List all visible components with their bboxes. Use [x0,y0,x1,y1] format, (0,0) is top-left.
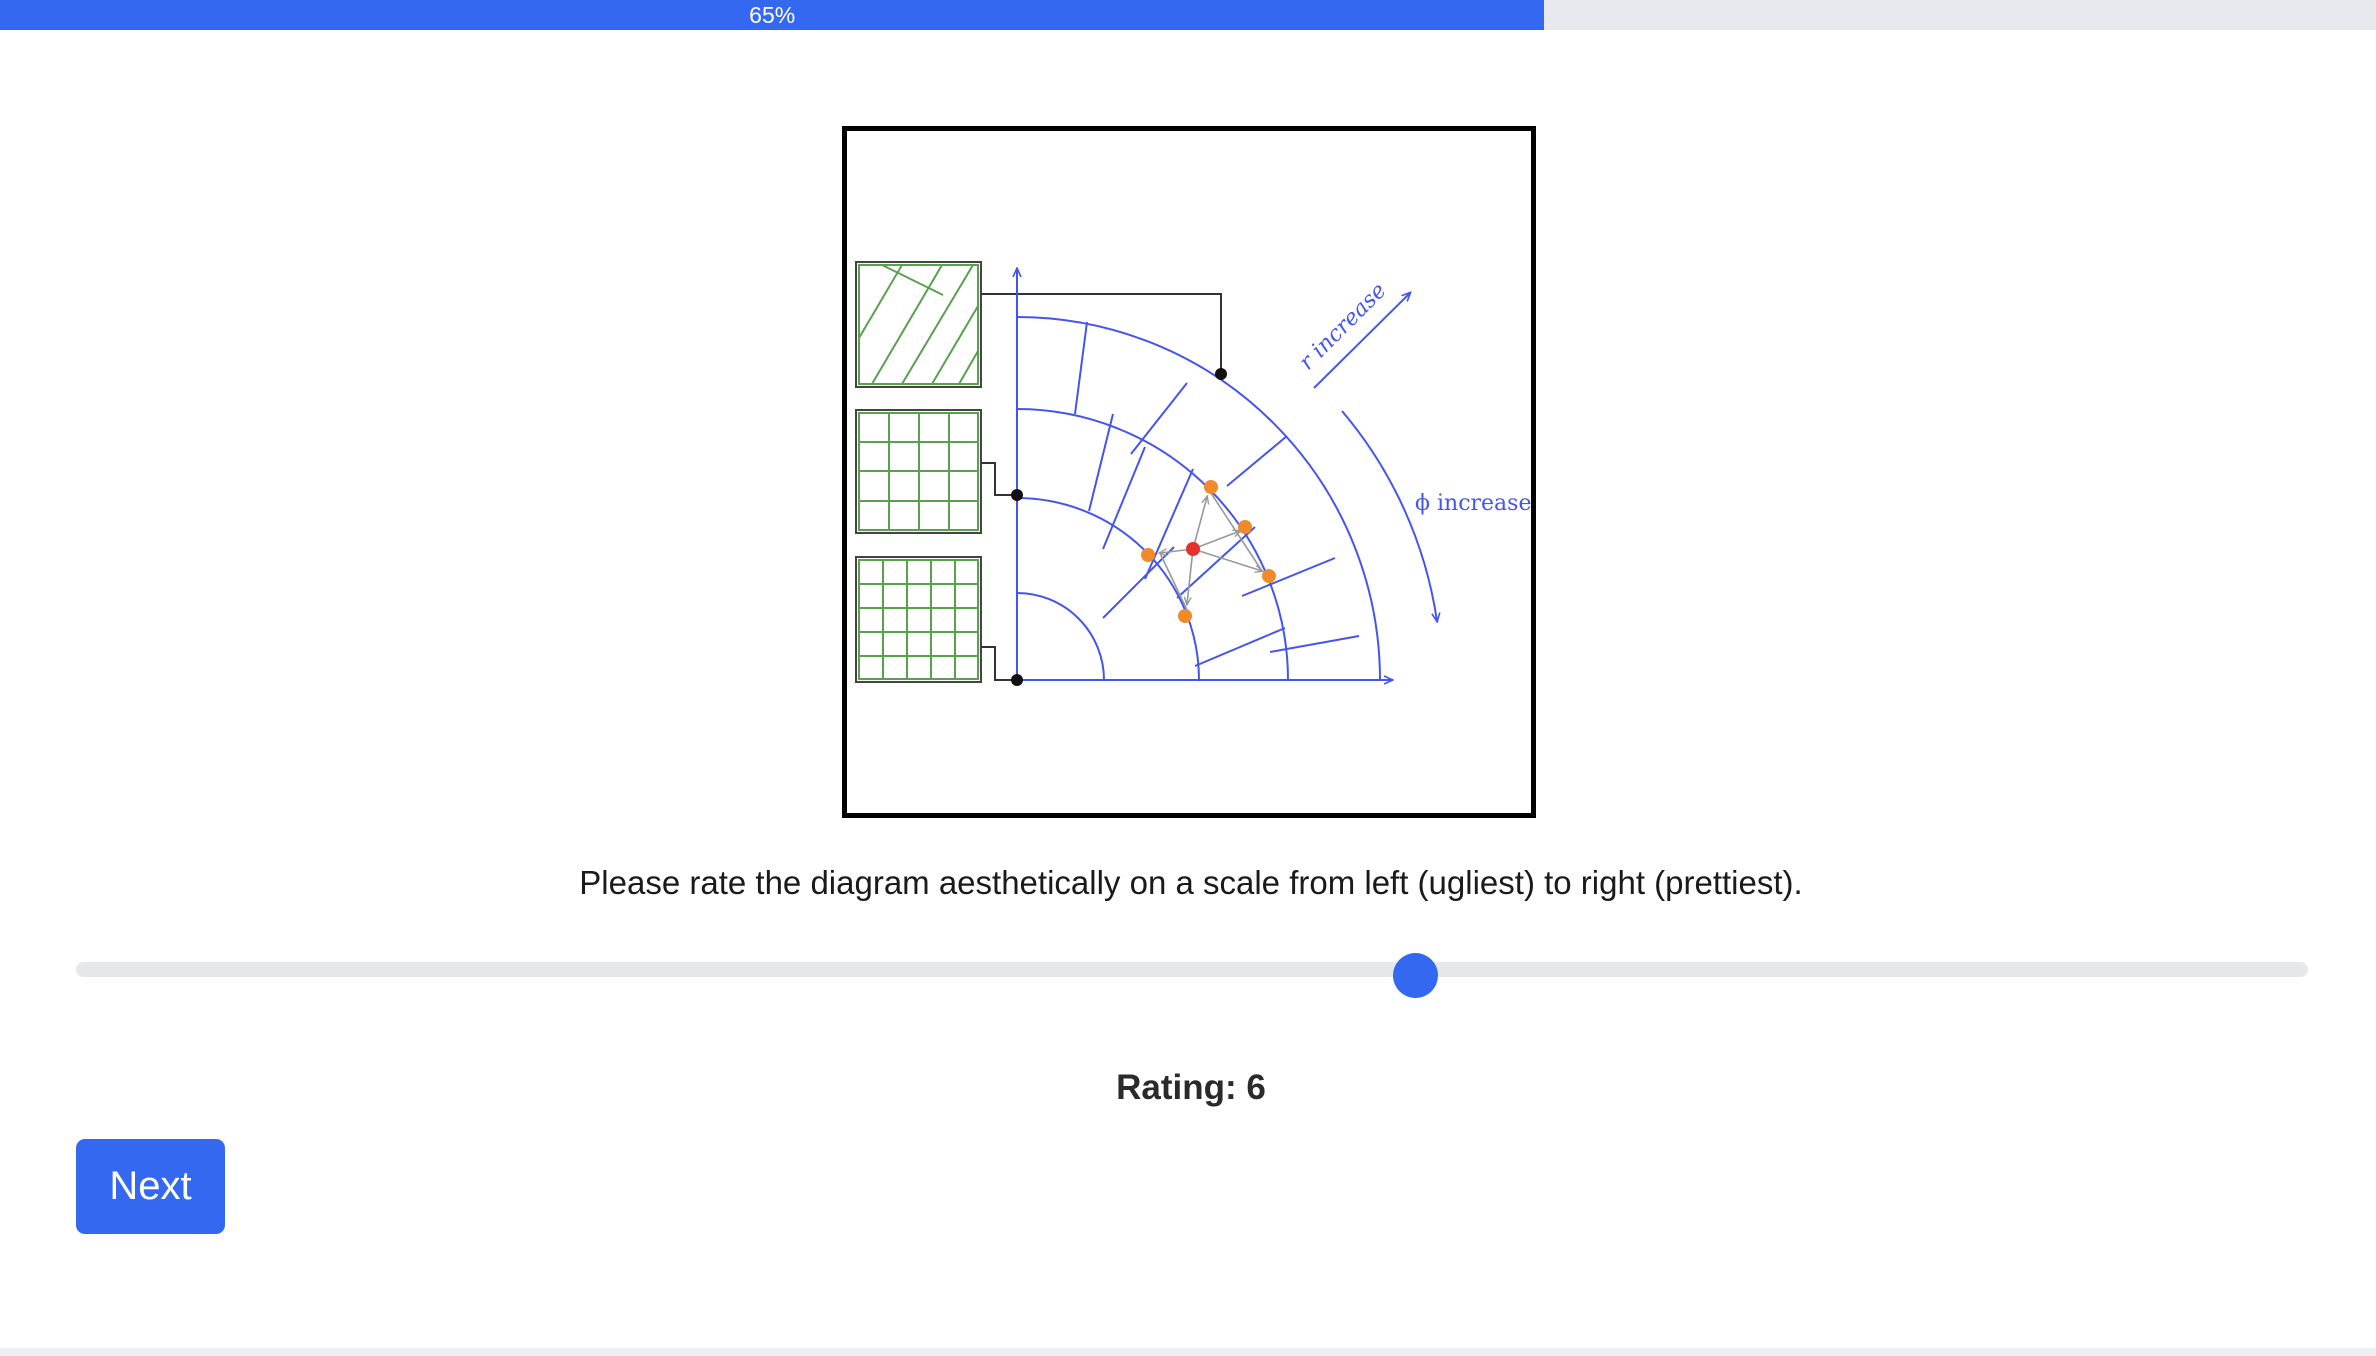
hatched-cell [855,261,982,388]
progress-label: 65% [749,2,796,28]
bottom-divider [0,1348,2376,1356]
question-text: Please rate the diagram aesthetically on… [579,864,1803,901]
rating-slider-track[interactable] [76,962,2308,977]
progress-fill [0,0,1545,30]
diagram-image: r increase ϕ increase [855,261,1531,686]
diagram-figure: r increase ϕ increase [842,126,1536,818]
node-arrows [1160,486,1262,611]
grid-cell-medium [855,409,982,534]
phi-increase-annotation: ϕ increase [1341,410,1531,621]
grid-cell-fine [855,556,982,683]
rating-slider-thumb[interactable] [1392,953,1438,998]
nodes [1011,368,1276,686]
next-button[interactable]: Next [76,1139,225,1234]
connector-lines [981,293,1222,681]
rating-value: Rating: 6 [1116,1068,1266,1107]
r-increase-annotation: r increase [1295,278,1410,389]
phi-increase-label: ϕ increase [1415,491,1531,516]
progress-bar: 65% [0,0,2376,30]
